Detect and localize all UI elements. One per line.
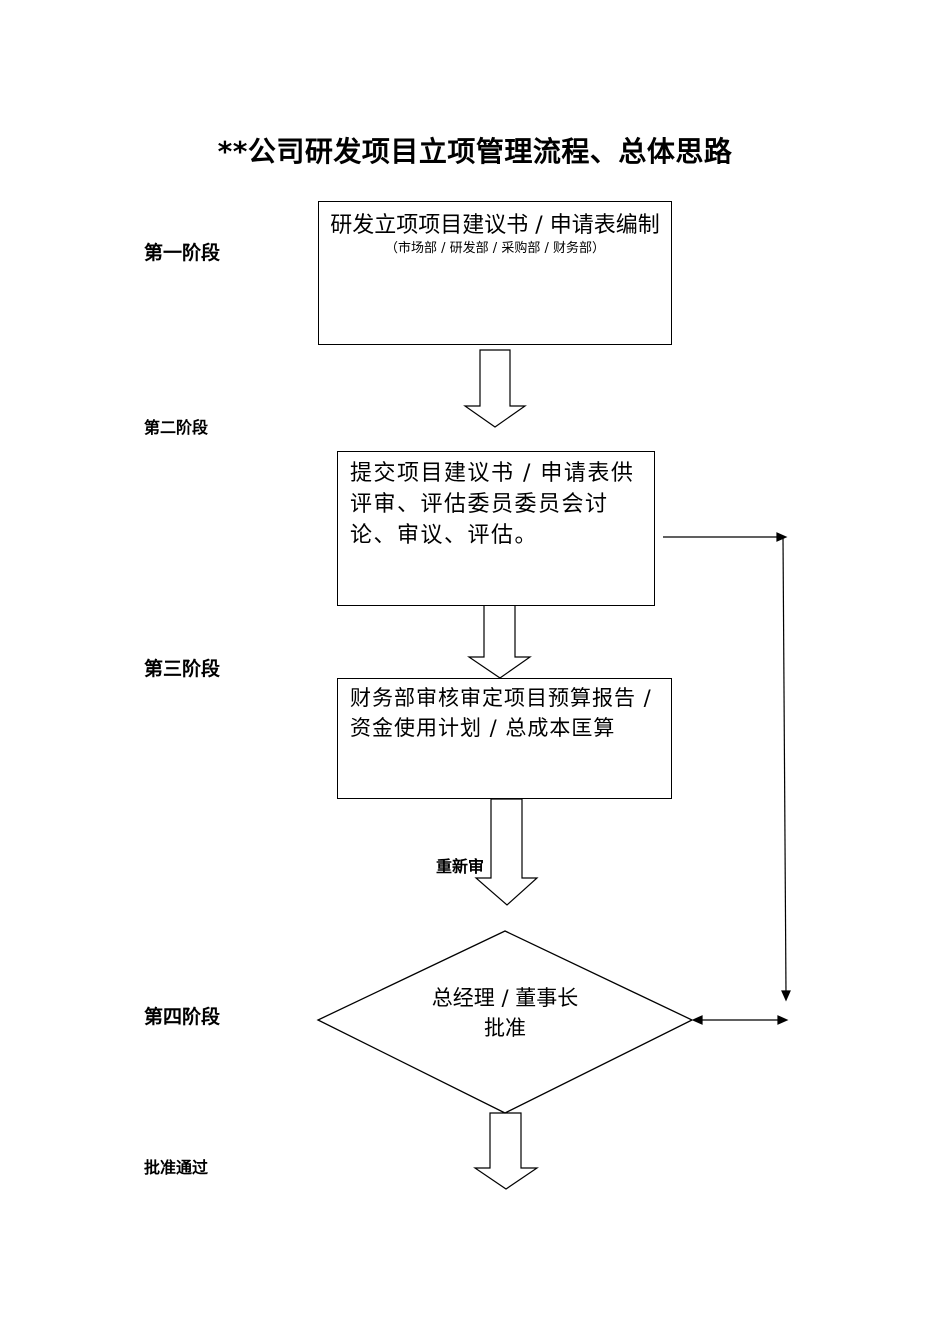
step-2-text: 提交项目建议书 / 申请表供评审、评估委员委员会讨论、审议、评估。	[350, 461, 635, 548]
hollow-arrow-4	[473, 1112, 539, 1190]
step-1-main-text: 研发立项项目建议书 / 申请表编制	[330, 213, 660, 238]
step-4-decision-text: 总经理 / 董事长 批准	[318, 983, 692, 1043]
stage-1-label: 第一阶段	[144, 242, 221, 264]
step-4-approve: 批准	[484, 1016, 526, 1040]
step-4-approvers: 总经理 / 董事长	[431, 986, 579, 1010]
step-1-proposal-box: 研发立项项目建议书 / 申请表编制 （市场部 / 研发部 / 采购部 / 财务部…	[318, 201, 672, 345]
hollow-arrow-2	[467, 594, 532, 679]
page-title: **公司研发项目立项管理流程、总体思路	[217, 135, 733, 168]
step-1-departments: （市场部 / 研发部 / 采购部 / 财务部）	[385, 241, 605, 256]
step-3-text: 财务部审核审定项目预算报告 / 资金使用计划 / 总成本匡算	[350, 686, 652, 740]
stage-4-label: 第四阶段	[144, 1006, 221, 1028]
stage-3-label: 第三阶段	[144, 658, 221, 680]
recheck-label: 重新审	[436, 857, 485, 876]
feedback-line-arrows	[663, 532, 791, 1025]
step-3-finance-box: 财务部审核审定项目预算报告 / 资金使用计划 / 总成本匡算	[337, 678, 672, 799]
hollow-arrow-1	[463, 349, 527, 428]
stage-2-label: 第二阶段	[144, 418, 209, 437]
decision-diamond	[316, 930, 694, 1114]
approved-label: 批准通过	[144, 1158, 209, 1177]
hollow-arrow-3	[474, 798, 539, 906]
step-2-review-box: 提交项目建议书 / 申请表供评审、评估委员委员会讨论、审议、评估。	[337, 451, 655, 606]
